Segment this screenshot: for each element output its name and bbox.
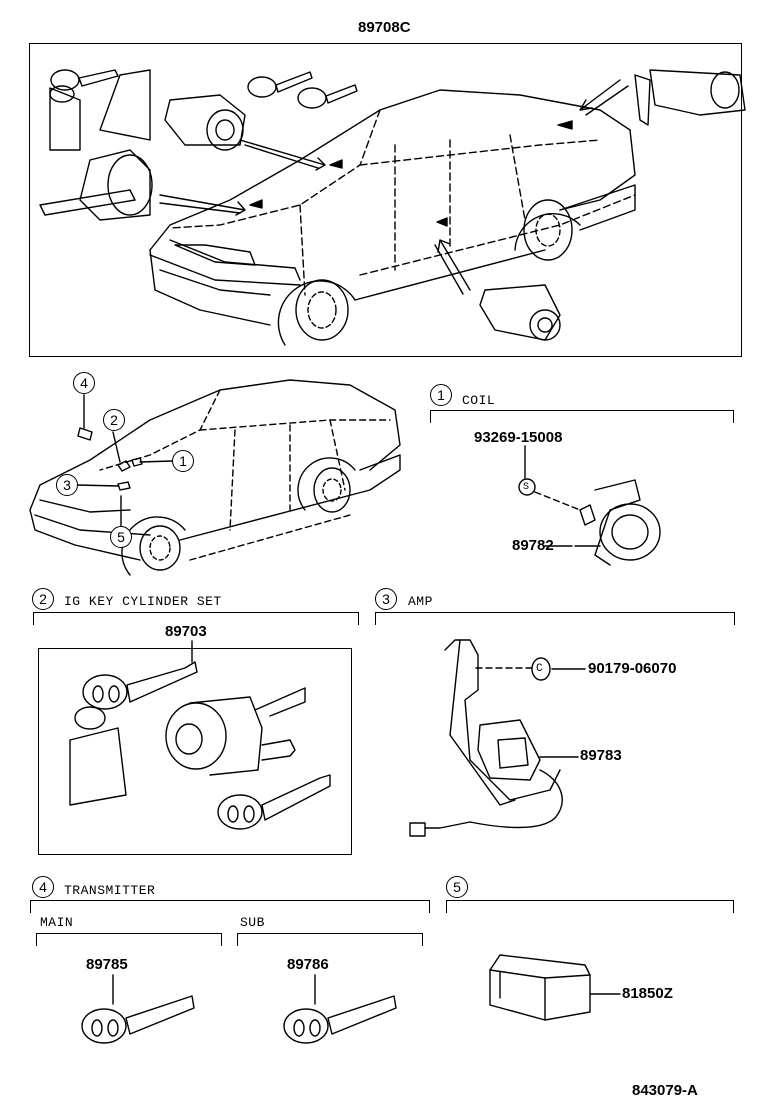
callout-2: 2 <box>103 409 125 431</box>
section-transmitter-number: 4 <box>32 876 54 898</box>
header-part-number: 89708C <box>358 19 411 36</box>
amp-part-90179-06070: 90179-06070 <box>588 660 677 677</box>
amp-part-89783: 89783 <box>580 747 622 764</box>
coil-marker-s: S <box>523 482 530 493</box>
section-coil-bracket <box>430 410 734 423</box>
callout-3: 3 <box>56 474 78 496</box>
transmitter-sub-part: 89786 <box>287 956 329 973</box>
section-coil-title: COIL <box>462 393 496 408</box>
section-5-bracket <box>446 900 734 913</box>
transmitter-main-title: MAIN <box>40 915 74 930</box>
coil-part-89782: 89782 <box>512 537 554 554</box>
transmitter-main-part: 89785 <box>86 956 128 973</box>
transmitter-sub-key <box>283 974 397 1044</box>
top-car-illustration <box>39 69 746 346</box>
section-coil-number: 1 <box>430 384 452 406</box>
footer-diagram-code: 843079-A <box>632 1082 698 1099</box>
transmitter-main-key <box>81 974 195 1044</box>
section-5-number: 5 <box>446 876 468 898</box>
transmitter-sub-title: SUB <box>240 915 265 930</box>
section-transmitter-title: TRANSMITTER <box>64 883 156 898</box>
coil-part-93269-15008: 93269-15008 <box>474 429 563 446</box>
ig-key-cylinder-illustration <box>69 640 331 830</box>
callout-5: 5 <box>110 526 132 548</box>
section-amp-number: 3 <box>375 588 397 610</box>
amp-marker-c: C <box>536 663 544 675</box>
transmitter-main-bracket <box>36 933 222 946</box>
transmitter-sub-bracket <box>237 933 423 946</box>
callout-4: 4 <box>73 372 95 394</box>
section-amp-title: AMP <box>408 594 433 609</box>
section-ig-key-title: IG KEY CYLINDER SET <box>64 594 222 609</box>
coil-illustration <box>518 445 661 566</box>
top-group-box <box>29 43 742 357</box>
unit5-illustration <box>489 954 621 1021</box>
section-ig-key-number: 2 <box>32 588 54 610</box>
middle-car-illustration <box>29 379 401 576</box>
callout-1: 1 <box>172 450 194 472</box>
ig-key-set-box <box>38 648 352 855</box>
unit5-part-81850z: 81850Z <box>622 985 673 1002</box>
section-amp-bracket <box>375 612 735 625</box>
ig-key-part-89703: 89703 <box>165 623 207 640</box>
section-transmitter-bracket <box>30 900 430 913</box>
amp-illustration <box>409 639 586 837</box>
section-ig-key-bracket <box>33 612 359 625</box>
